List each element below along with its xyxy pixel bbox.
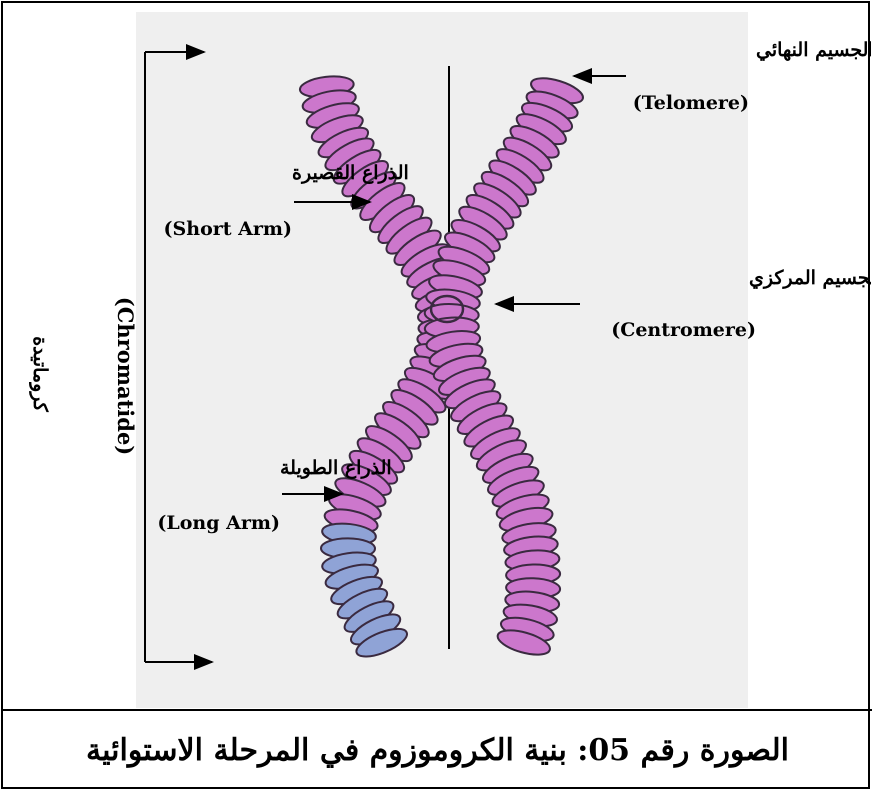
short-arm-label-ar: الذراع القصيرة — [292, 162, 409, 184]
long-arm-label-ar: الذراع الطويلة — [280, 457, 392, 479]
telomere-label-en: (Telomere) — [633, 92, 749, 114]
chromatid-label-ar: كروماتيدة — [29, 336, 51, 413]
figure-caption: الصورة رقم 05: بنية الكروموزوم في المرحل… — [3, 711, 872, 789]
short-arm-label-en: (Short Arm) — [164, 218, 292, 240]
chromosome-figure: الجسيم النهائي (Telomere) الذراع القصيرة… — [4, 4, 871, 710]
chromatid-label-en: (Chromatide) — [113, 297, 138, 455]
centromere-label-en: (Centromere) — [611, 319, 756, 341]
centromere-label-ar: الجسيم المركزي — [749, 267, 871, 290]
chromosome-diagram: الجسيم النهائي (Telomere) الذراع القصيرة… — [4, 4, 871, 710]
long-arm-label-en: (Long Arm) — [157, 512, 280, 534]
telomere-label-ar: الجسيم النهائي — [756, 39, 871, 62]
